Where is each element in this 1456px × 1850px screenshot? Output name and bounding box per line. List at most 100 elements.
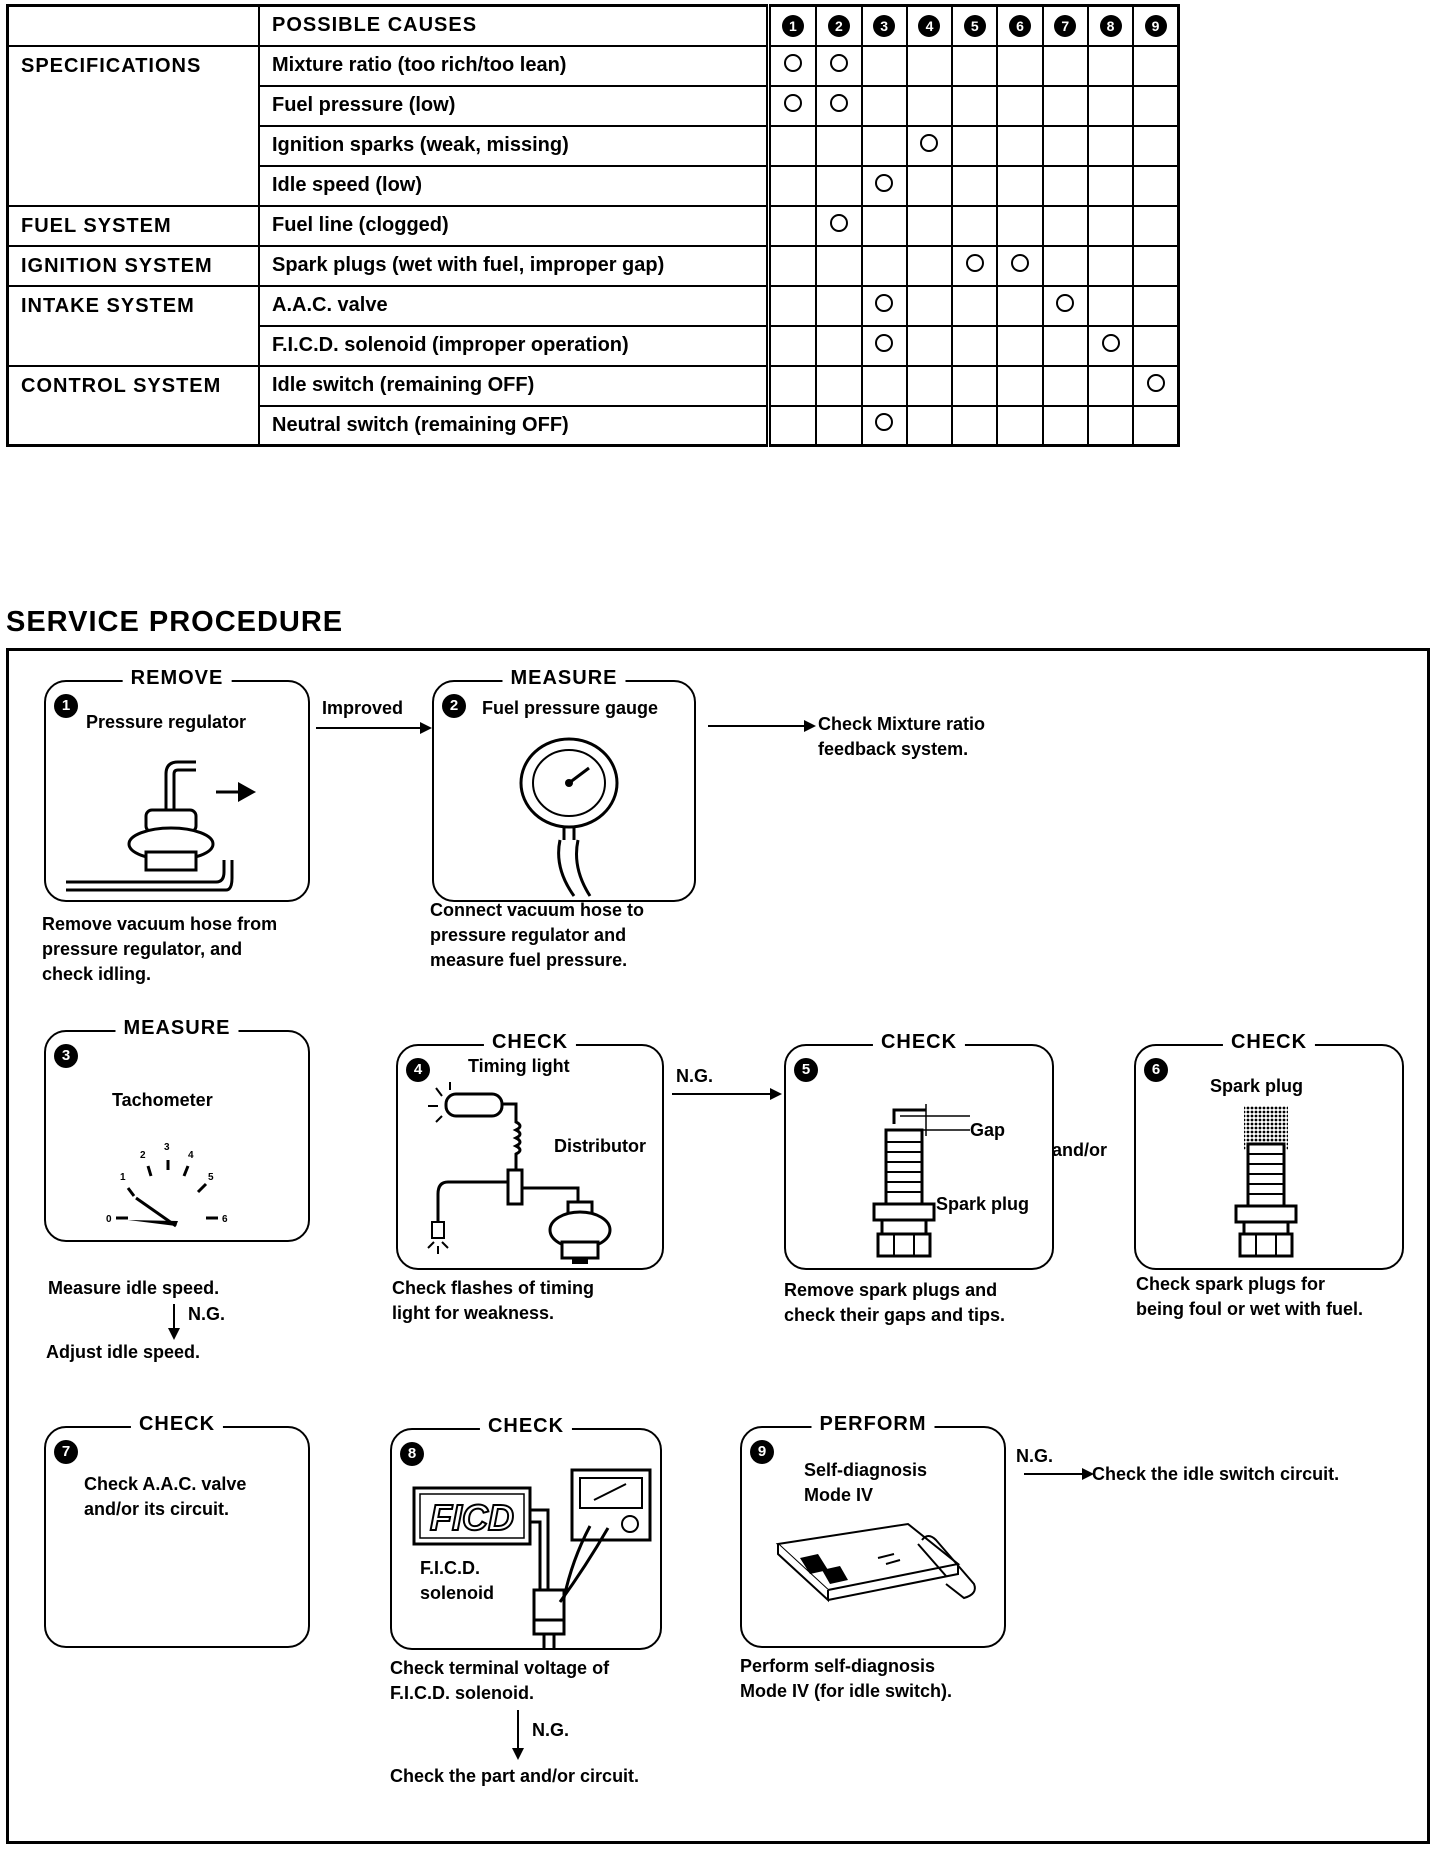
step5-caption: Remove spark plugs and check their gaps …	[784, 1280, 1006, 1325]
mark-cell	[1086, 284, 1135, 327]
step1-label: Pressure regulator	[86, 712, 247, 732]
mark-cell	[1041, 84, 1089, 127]
mark-cell	[860, 204, 908, 247]
mark-cell	[815, 244, 863, 287]
step6-number: 6	[1144, 1058, 1168, 1082]
header-col-2: 2	[815, 4, 863, 47]
ficd-solenoid-voltmeter-icon: FICD	[412, 1468, 652, 1648]
step5-number: 5	[794, 1058, 818, 1082]
header-possible-causes: POSSIBLE CAUSES	[257, 4, 770, 47]
mark-cell	[905, 404, 954, 447]
header-col-number: 6	[1009, 15, 1031, 38]
mark-cell	[815, 404, 863, 447]
header-col-4: 4	[905, 4, 954, 47]
circle-mark-icon	[783, 53, 802, 72]
mark-cell	[1086, 124, 1135, 167]
category-cell: IGNITION SYSTEM	[6, 244, 260, 287]
mark-cell	[1041, 284, 1089, 327]
cause-cell: F.I.C.D. solenoid (improper operation)	[257, 324, 770, 367]
step5-label-gap: Gap	[970, 1120, 1006, 1140]
mark-cell	[765, 284, 818, 327]
circle-mark-icon	[1056, 293, 1075, 312]
step3-caption: Measure idle speed.	[48, 1278, 220, 1298]
mark-cell	[905, 84, 954, 127]
mark-cell	[905, 44, 954, 87]
cause-cell: Fuel pressure (low)	[257, 84, 770, 127]
mark-cell	[860, 404, 908, 447]
mark-cell	[1086, 244, 1135, 287]
step7-title: CHECK	[130, 1413, 224, 1436]
cause-cell: Ignition sparks (weak, missing)	[257, 124, 770, 167]
mark-cell	[951, 84, 999, 127]
circle-mark-icon	[829, 213, 848, 232]
mark-cell	[1086, 204, 1135, 247]
mark-cell	[765, 84, 818, 127]
mark-cell	[765, 404, 818, 447]
tach-tick-6: 6	[222, 1214, 228, 1225]
mark-cell	[905, 284, 954, 327]
step9-title: PERFORM	[811, 1413, 935, 1436]
mark-cell	[1041, 164, 1089, 207]
mark-cell	[1086, 44, 1135, 87]
step9-caption: Perform self-diagnosis Mode IV (for idle…	[740, 1656, 953, 1701]
header-col-8: 8	[1086, 4, 1135, 47]
mark-cell	[1132, 324, 1180, 367]
step7-box: CHECK 7 Check A.A.C. valve and/or its ci…	[44, 1413, 310, 1648]
step7-number: 7	[54, 1440, 78, 1464]
circle-mark-icon	[920, 133, 939, 152]
step6-label: Spark plug	[1210, 1076, 1304, 1096]
service-procedure-frame	[6, 648, 1430, 1844]
flow-and-or: and/or	[1052, 1140, 1108, 1160]
spark-plug-gap-icon	[872, 1104, 970, 1258]
mark-cell	[951, 404, 999, 447]
mark-cell	[905, 244, 954, 287]
mark-cell	[860, 124, 908, 167]
mark-cell	[996, 204, 1044, 247]
header-col-9: 9	[1132, 4, 1180, 47]
mark-cell	[765, 244, 818, 287]
mark-cell	[951, 204, 999, 247]
mark-cell	[860, 164, 908, 207]
step1-box: REMOVE 1 Pressure regulator	[44, 667, 310, 902]
cause-cell: Idle speed (low)	[257, 164, 770, 207]
table-row: Neutral switch (remaining OFF)	[8, 404, 1180, 447]
flow-ng-4-5: N.G.	[676, 1066, 714, 1086]
mark-cell	[1132, 204, 1180, 247]
mark-cell	[905, 364, 954, 407]
step9-label: Self-diagnosis Mode IV	[804, 1460, 928, 1505]
tach-tick-3: 3	[164, 1142, 170, 1153]
step8-number: 8	[400, 1442, 424, 1466]
category-cell: CONTROL SYSTEM	[6, 364, 260, 447]
service-procedure-title: SERVICE PROCEDURE	[6, 606, 344, 638]
mark-cell	[860, 244, 908, 287]
mark-cell	[1041, 364, 1089, 407]
mark-cell	[1132, 164, 1180, 207]
header-col-number: 3	[873, 15, 896, 38]
step2-label: Fuel pressure gauge	[482, 698, 659, 718]
mark-cell	[1086, 164, 1135, 207]
cause-cell: Mixture ratio (too rich/too lean)	[257, 44, 770, 87]
ecu-self-diagnosis-icon	[775, 1522, 976, 1603]
step4-title: CHECK	[483, 1031, 577, 1054]
step4-box: CHECK 4 Timing light Distributor	[396, 1031, 664, 1270]
step4-label-distributor: Distributor	[554, 1136, 646, 1156]
mark-cell	[996, 284, 1044, 327]
step1-title: REMOVE	[122, 667, 232, 690]
step8-after: Check the part and/or circuit.	[390, 1766, 640, 1786]
table-row: Fuel pressure (low)	[8, 84, 1180, 127]
mark-cell	[1086, 364, 1135, 407]
tach-tick-0: 0	[106, 1214, 112, 1225]
mark-cell	[860, 324, 908, 367]
step2-caption: Connect vacuum hose to pressure regulato…	[430, 900, 645, 970]
mark-cell	[1132, 124, 1180, 167]
mark-cell	[1041, 244, 1089, 287]
mark-cell	[1086, 84, 1135, 127]
mark-cell	[815, 364, 863, 407]
step6-caption: Check spark plugs for being foul or wet …	[1136, 1274, 1363, 1319]
table-row: Ignition sparks (weak, missing)	[8, 124, 1180, 167]
step3-after: Adjust idle speed.	[46, 1342, 201, 1362]
step1-caption: Remove vacuum hose from pressure regulat…	[42, 914, 278, 984]
mark-cell	[1132, 404, 1180, 447]
